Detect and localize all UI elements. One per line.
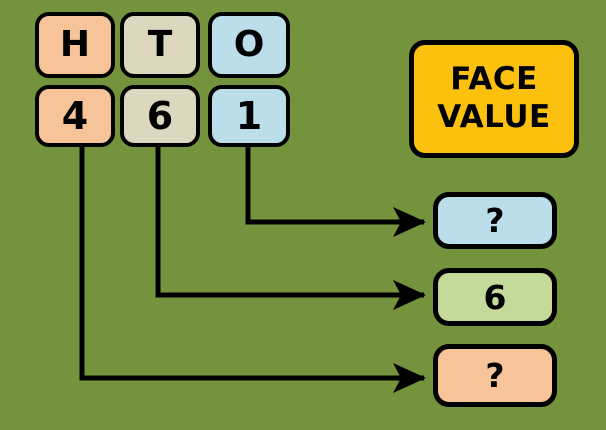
result-box-hundreds[interactable]: ? <box>433 344 557 407</box>
digit-tile-hundreds[interactable]: 4 <box>35 85 115 147</box>
result-box-ones[interactable]: ? <box>433 192 557 249</box>
digit-tile-tens[interactable]: 6 <box>120 85 200 147</box>
connector-hundreds <box>79 147 427 393</box>
face-value-line-2: VALUE <box>437 99 551 135</box>
digit-tile-ones[interactable]: 1 <box>208 85 290 147</box>
connector-tens <box>155 147 427 310</box>
place-value-header-ones[interactable]: O <box>208 12 290 78</box>
face-value-title-panel: FACE VALUE <box>409 40 579 158</box>
place-value-header-tens[interactable]: T <box>120 12 200 78</box>
face-value-line-1: FACE <box>450 61 538 98</box>
place-value-header-hundreds[interactable]: H <box>35 12 115 78</box>
result-box-tens[interactable]: 6 <box>433 268 557 326</box>
connector-ones <box>245 147 427 237</box>
